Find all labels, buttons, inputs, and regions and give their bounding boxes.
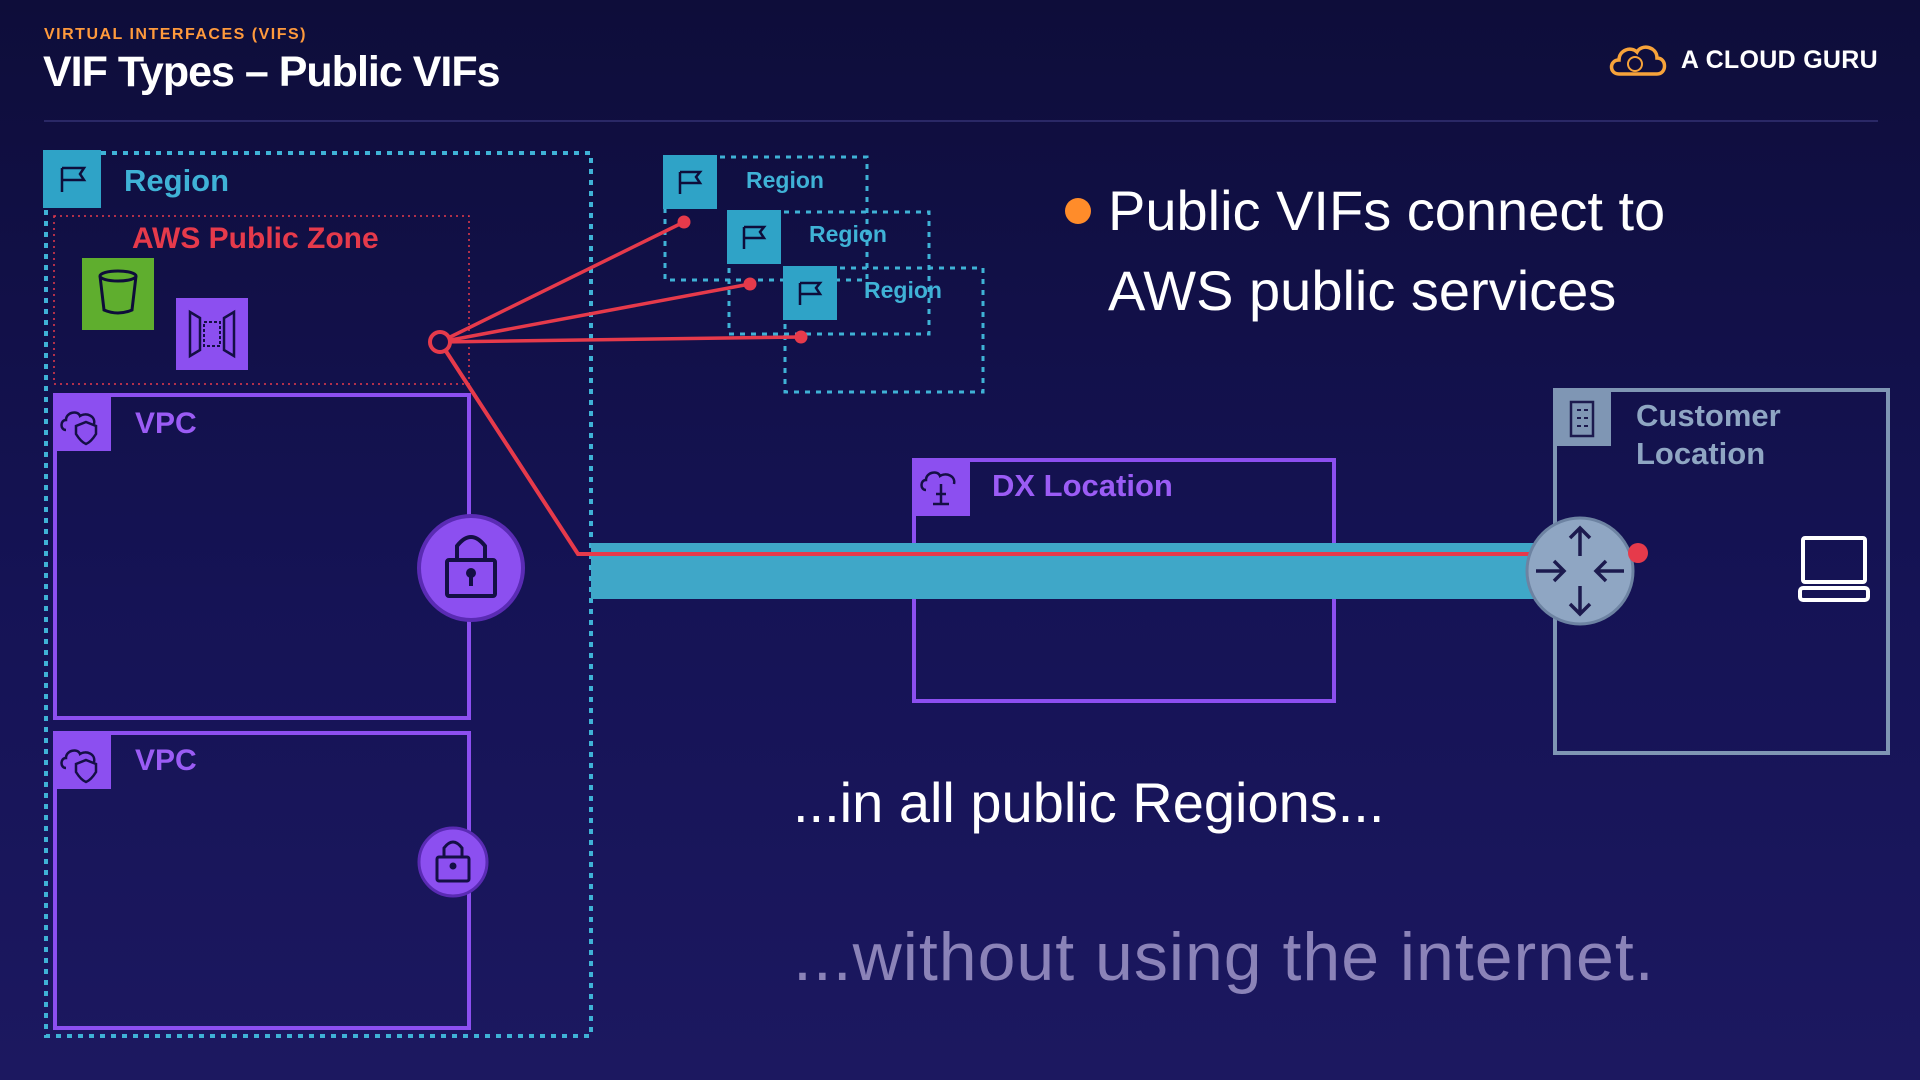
brand-logo: A CLOUD GURU bbox=[1605, 40, 1878, 80]
remote-region-label: Region bbox=[746, 167, 824, 193]
header-divider bbox=[44, 120, 1878, 122]
remote-region-boundary-1 bbox=[663, 155, 869, 282]
s3-bucket-icon bbox=[82, 258, 154, 330]
public-vif-branch bbox=[439, 282, 751, 344]
dx-location-label: DX Location bbox=[992, 468, 1173, 503]
bullet-text: Public VIFs connect to bbox=[1108, 179, 1666, 242]
bullet-dot bbox=[1065, 198, 1091, 224]
region-flag-icon bbox=[727, 210, 781, 264]
section-eyebrow: VIRTUAL INTERFACES (VIFS) bbox=[44, 26, 307, 43]
api-gateway-icon bbox=[176, 298, 248, 370]
dx-location-icon bbox=[912, 458, 970, 516]
vpc-boundary-2 bbox=[53, 731, 471, 1030]
private-gateway-lock-icon bbox=[417, 826, 489, 898]
public-zone-label: AWS Public Zone bbox=[132, 222, 379, 255]
public-vif-path bbox=[438, 340, 1638, 556]
main-region-label: Region bbox=[124, 163, 230, 198]
customer-location-label: Location bbox=[1636, 436, 1766, 471]
customer-router-icon bbox=[1525, 516, 1635, 626]
remote-region-label: Region bbox=[864, 277, 942, 303]
region-flag-icon bbox=[43, 150, 101, 208]
region-flag-icon bbox=[663, 155, 717, 209]
customer-location-label: Customer bbox=[1636, 398, 1781, 433]
public-zone-boundary bbox=[53, 215, 470, 385]
vpc-label: VPC bbox=[135, 407, 197, 440]
bullet-text: AWS public services bbox=[1108, 259, 1617, 322]
vpc-boundary-1 bbox=[53, 393, 471, 720]
remote-region-boundary-2 bbox=[727, 210, 931, 336]
vpc-label: VPC bbox=[135, 744, 197, 777]
vif-endpoint-dot bbox=[743, 277, 757, 291]
laptop-icon bbox=[1798, 536, 1870, 602]
public-vif-branch bbox=[439, 220, 685, 344]
vif-endpoint-node bbox=[428, 330, 452, 354]
building-icon bbox=[1553, 388, 1611, 446]
direct-connect-link bbox=[591, 543, 1589, 599]
public-vif-branch bbox=[439, 335, 802, 344]
region-flag-icon bbox=[783, 266, 837, 320]
vif-endpoint-dot bbox=[1628, 543, 1648, 563]
vif-endpoint-dot bbox=[794, 330, 808, 344]
caption-regions: ...in all public Regions... bbox=[793, 771, 1385, 834]
vpc-cloud-icon bbox=[53, 393, 111, 451]
vpc-cloud-icon bbox=[53, 731, 111, 789]
private-gateway-lock-icon bbox=[417, 514, 525, 622]
brand-name: A CLOUD GURU bbox=[1680, 45, 1878, 74]
vif-endpoint-dot bbox=[677, 215, 691, 229]
remote-region-label: Region bbox=[809, 221, 887, 247]
cloud-logo-icon bbox=[1609, 45, 1667, 76]
remote-region-boundary-3 bbox=[783, 266, 985, 394]
slide-title: VIF Types – Public VIFs bbox=[43, 48, 501, 96]
caption-internet: ...without using the internet. bbox=[793, 919, 1655, 995]
